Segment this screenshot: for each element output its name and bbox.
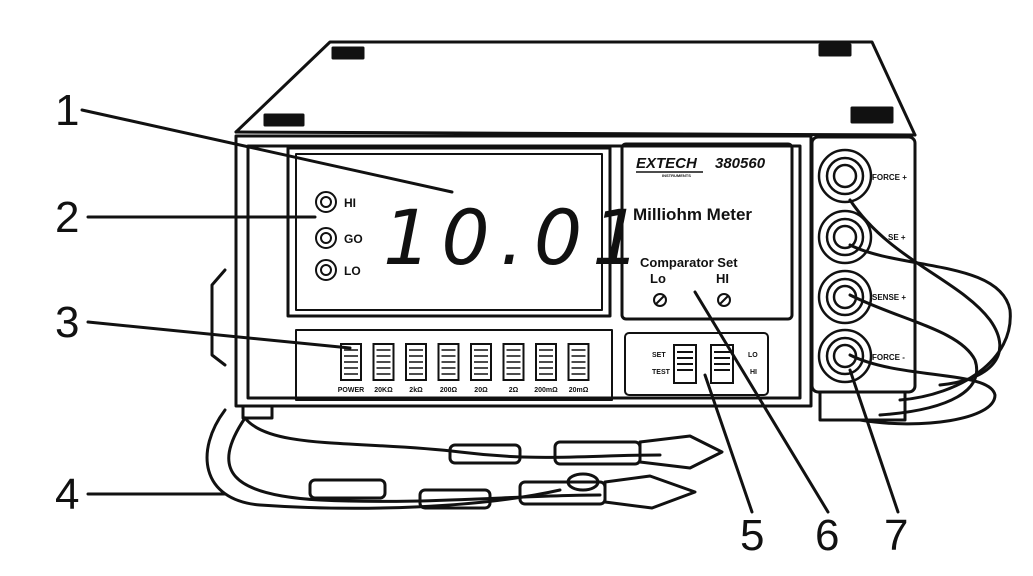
- callout-7: 7: [884, 511, 908, 560]
- lead-cable-lower: [227, 416, 602, 503]
- product-name: Milliohm Meter: [633, 205, 752, 224]
- lead-cable-right-2: [848, 243, 1012, 402]
- lead-cable-right-3: [848, 293, 979, 417]
- led-go: [315, 227, 337, 249]
- terminal-sense-plus[interactable]: [817, 269, 873, 325]
- mode-hi-label: HI: [750, 369, 757, 376]
- front-panel-inner: [246, 144, 802, 400]
- range-button-2[interactable]: 2kΩ: [405, 343, 427, 394]
- mode-panel: [624, 332, 769, 396]
- range-button-4[interactable]: 20Ω: [470, 343, 492, 394]
- range-button-label-0: POWER: [338, 387, 364, 394]
- leader-3: [86, 320, 352, 350]
- terminal-label-force-minus: FORCE -: [872, 353, 905, 362]
- mode-test-label: TEST: [652, 369, 671, 376]
- probe-boot-2: [418, 488, 492, 510]
- terminal-force-plus[interactable]: [817, 148, 873, 204]
- display-reading: 10.01: [383, 193, 651, 282]
- terminal-label-se-plus: SE +: [888, 233, 906, 242]
- terminal-panel: [810, 135, 917, 394]
- brand-logo-sub: INSTRUMENTS: [662, 173, 691, 178]
- leader-7: [848, 368, 900, 514]
- range-button-0[interactable]: POWER: [338, 343, 364, 394]
- lead-cable-upper: [243, 416, 662, 459]
- lo-hi-switch[interactable]: [710, 344, 734, 384]
- callout-5: 5: [740, 511, 764, 560]
- side-handle: [210, 268, 227, 367]
- led-hi: [315, 191, 337, 213]
- mode-lo-label: LO: [748, 352, 758, 359]
- callout-3: 3: [55, 298, 79, 347]
- range-button-label-5: 2Ω: [509, 387, 519, 394]
- brand-logo: EXTECH: [636, 155, 698, 172]
- foot-ml: [263, 113, 305, 127]
- probe-1: [638, 434, 724, 470]
- range-button-3[interactable]: 200Ω: [437, 343, 460, 394]
- comparator-hi-knob[interactable]: [717, 293, 731, 307]
- leader-5: [703, 373, 754, 514]
- lead-cable-loop: [205, 408, 562, 510]
- set-test-switch[interactable]: [673, 344, 697, 384]
- range-button-label-4: 20Ω: [474, 387, 488, 394]
- foot-tl: [331, 46, 365, 60]
- callout-2: 2: [55, 193, 79, 242]
- comparator-hi-label: HI: [716, 271, 729, 286]
- terminal-sense-plus-upper[interactable]: [817, 209, 873, 265]
- foot-mr: [850, 106, 894, 124]
- led-lo: [315, 259, 337, 281]
- range-button-7[interactable]: 20mΩ: [567, 343, 590, 394]
- lcd-bezel: [286, 146, 612, 318]
- callout-6: 6: [815, 511, 839, 560]
- base-left: [241, 404, 274, 420]
- range-button-group: POWER 20KΩ 2kΩ 200Ω 20Ω 2Ω 200mΩ 20mΩ: [338, 343, 590, 394]
- mode-set-label: SET: [652, 352, 666, 359]
- probe-grip-2: [518, 480, 607, 506]
- range-strip: [295, 329, 613, 401]
- range-button-label-7: 20mΩ: [569, 387, 589, 394]
- range-button-6[interactable]: 200mΩ: [534, 343, 558, 394]
- model-number: 380560: [715, 155, 766, 172]
- probe-clip: [566, 472, 600, 492]
- range-button-1[interactable]: 20KΩ: [372, 343, 395, 394]
- led-label-go: GO: [344, 232, 363, 246]
- lead-cable-right: [848, 198, 1002, 387]
- terminal-label-force-plus: FORCE +: [872, 173, 907, 182]
- terminal-label-sense-plus: SENSE +: [872, 293, 906, 302]
- comparator-title: Comparator Set: [640, 255, 738, 270]
- led-label-lo: LO: [344, 264, 361, 278]
- range-button-label-1: 20KΩ: [374, 387, 393, 394]
- led-label-hi: HI: [344, 196, 356, 210]
- lead-cable-right-4: [848, 353, 997, 426]
- comparator-lo-knob[interactable]: [653, 293, 667, 307]
- comparator-lo-label: Lo: [650, 271, 666, 286]
- probe-grip-1: [553, 440, 642, 466]
- leader-6: [693, 290, 830, 514]
- callout-1: 1: [55, 86, 79, 135]
- lcd-window: [295, 153, 603, 311]
- range-button-label-6: 200mΩ: [534, 387, 558, 394]
- range-button-label-2: 2kΩ: [409, 387, 423, 394]
- brand-panel: [620, 142, 794, 321]
- range-button-5[interactable]: 2Ω: [502, 343, 525, 394]
- terminal-force-minus[interactable]: [817, 328, 873, 384]
- leader-1: [80, 108, 454, 194]
- range-button-label-3: 200Ω: [440, 387, 458, 394]
- probe-boot-1: [448, 443, 522, 465]
- probe-2: [603, 474, 697, 510]
- callout-4: 4: [55, 470, 79, 519]
- probe-boot-3: [308, 478, 387, 500]
- case-top: [234, 40, 917, 137]
- foot-tr: [818, 43, 852, 57]
